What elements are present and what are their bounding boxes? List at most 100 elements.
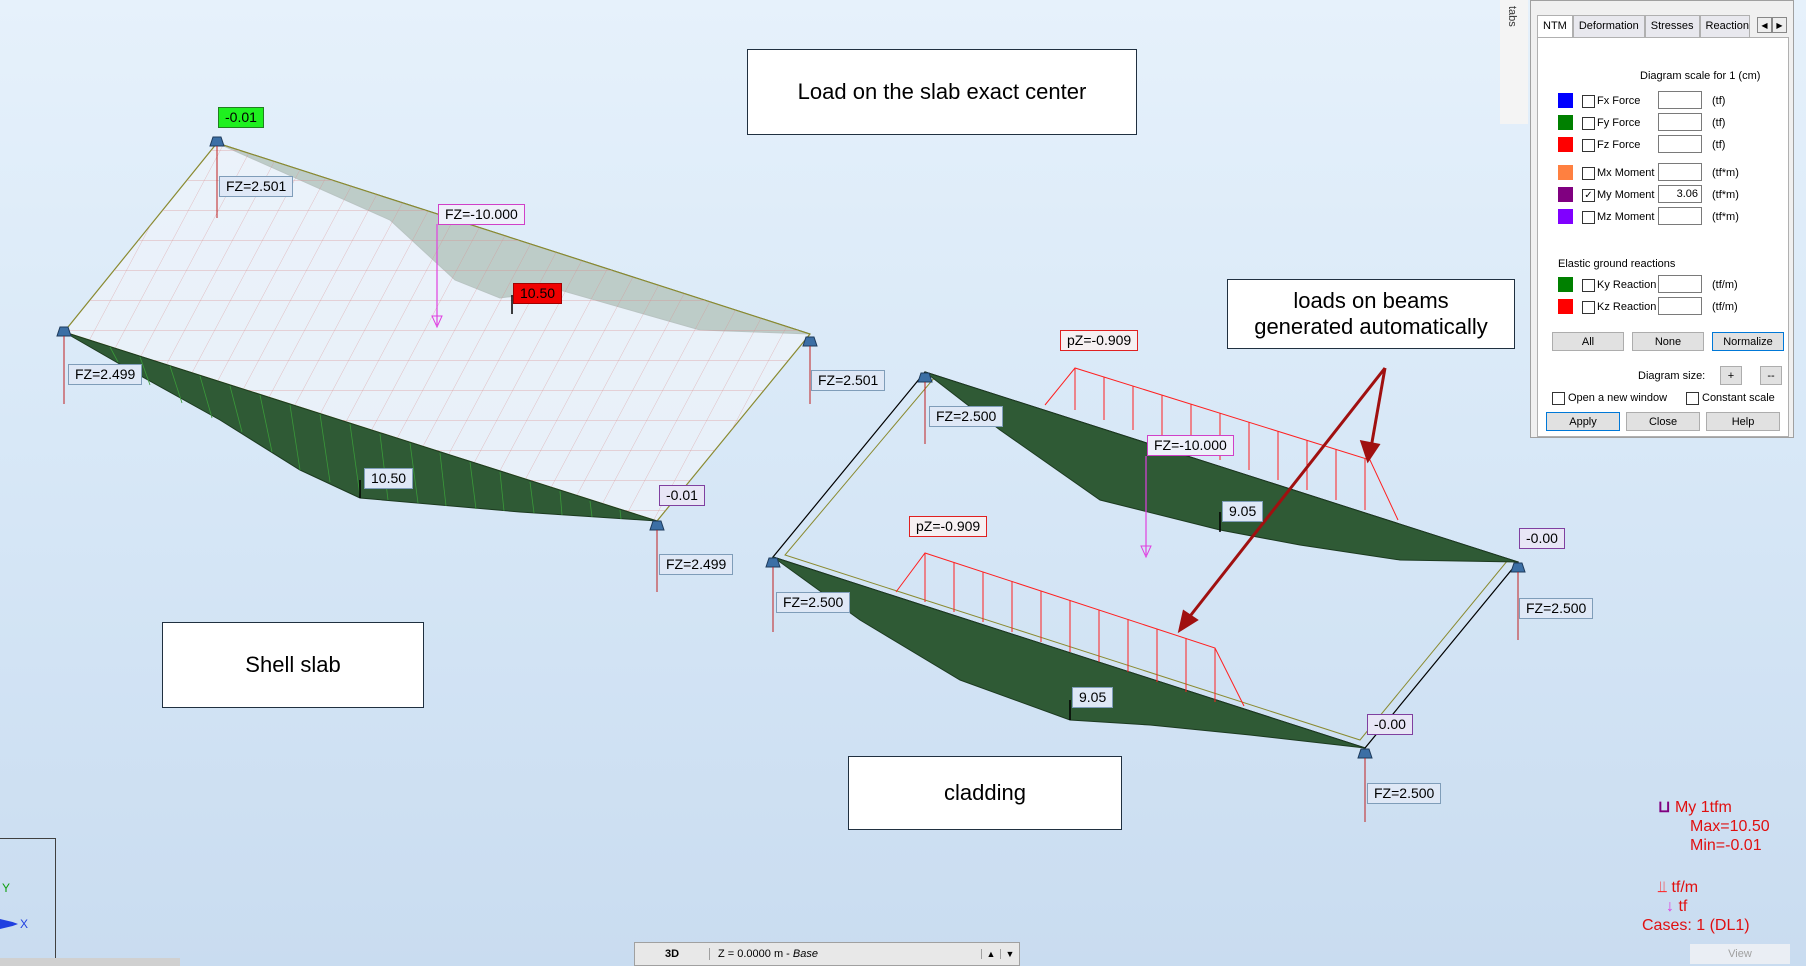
view-tab[interactable]: View bbox=[1690, 944, 1790, 964]
constant-scale-checkbox[interactable] bbox=[1686, 392, 1699, 405]
cladding-model bbox=[765, 367, 1526, 822]
kz-scale-input[interactable] bbox=[1658, 297, 1702, 315]
constant-scale-label: Constant scale bbox=[1702, 392, 1775, 404]
row-fx-force: Fx Force (tf) bbox=[1538, 90, 1788, 112]
diagram-settings-panel: NTM Deformation Stresses Reactions ◀ ▶ D… bbox=[1530, 0, 1794, 438]
slab-mid-moment-label: 10.50 bbox=[364, 468, 414, 489]
cladding-bottom-moment-label: -0.00 bbox=[1367, 714, 1413, 735]
slab-fz-right-label: FZ=2.501 bbox=[811, 370, 886, 391]
ky-label: Ky Reaction bbox=[1597, 279, 1657, 291]
legend-cases: Cases: 1 (DL1) bbox=[1642, 917, 1750, 934]
fy-scale-input[interactable] bbox=[1658, 113, 1702, 131]
my-scale-input[interactable]: 3.06 bbox=[1658, 185, 1702, 203]
diagram-size-minus-button[interactable]: -- bbox=[1760, 366, 1782, 385]
view-status-bar: 3D Z = 0.0000 m - Base ▲ ▼ bbox=[634, 942, 1020, 966]
tab-scroll-right-icon[interactable]: ▶ bbox=[1772, 17, 1787, 33]
cladding-moment-diagram-back bbox=[924, 371, 1519, 563]
open-new-window-checkbox[interactable] bbox=[1552, 392, 1565, 405]
elastic-reactions-title: Elastic ground reactions bbox=[1558, 258, 1676, 270]
z-level-field[interactable]: Z = 0.0000 m - Base bbox=[710, 948, 981, 960]
panel-body: Diagram scale for 1 (cm) Fx Force (tf) F… bbox=[1537, 37, 1789, 437]
my-label: My Moment bbox=[1597, 189, 1655, 201]
open-new-window-label: Open a new window bbox=[1568, 392, 1668, 404]
ky-checkbox[interactable] bbox=[1582, 279, 1595, 292]
fy-color-swatch[interactable] bbox=[1558, 115, 1573, 130]
diagram-legend: ⊔ My 1tfm Max=10.50 Min=-0.01 bbox=[1658, 798, 1770, 855]
tab-scroll-buttons: ◀ ▶ bbox=[1757, 17, 1787, 33]
tab-ntm[interactable]: NTM bbox=[1537, 15, 1573, 37]
mz-checkbox[interactable] bbox=[1582, 211, 1595, 224]
z-level-name: Base bbox=[792, 948, 818, 960]
tab-scroll-left-icon[interactable]: ◀ bbox=[1757, 17, 1772, 33]
point-load-icon: ↓ bbox=[1666, 898, 1674, 915]
tab-reactions[interactable]: Reactions bbox=[1699, 15, 1750, 37]
kz-label: Kz Reaction bbox=[1597, 301, 1657, 313]
axis-indicator: Y X bbox=[0, 838, 56, 960]
side-tabs-strip[interactable]: tabs bbox=[1500, 0, 1528, 124]
mz-color-swatch[interactable] bbox=[1558, 209, 1573, 224]
callout-beam-loads-line1: loads on beams bbox=[1293, 288, 1449, 313]
mx-checkbox[interactable] bbox=[1582, 167, 1595, 180]
slab-moment-diagram-front bbox=[63, 331, 658, 522]
callout-beam-loads-line2: generated automatically bbox=[1254, 314, 1488, 339]
normalize-button[interactable]: Normalize bbox=[1712, 332, 1784, 351]
diagram-scale-title: Diagram scale for 1 (cm) bbox=[1640, 70, 1761, 82]
row-kz-reaction: Kz Reaction (tf/m) bbox=[1538, 296, 1788, 318]
z-level-up-icon[interactable]: ▲ bbox=[981, 949, 1000, 959]
fz-checkbox[interactable] bbox=[1582, 139, 1595, 152]
diagram-size-plus-button[interactable]: + bbox=[1720, 366, 1742, 385]
row-fy-force: Fy Force (tf) bbox=[1538, 112, 1788, 134]
ky-color-swatch[interactable] bbox=[1558, 277, 1573, 292]
mx-label: Mx Moment bbox=[1597, 167, 1655, 179]
kz-checkbox[interactable] bbox=[1582, 301, 1595, 314]
slab-fz-center-label: FZ=-10.000 bbox=[438, 204, 525, 225]
mx-scale-input[interactable] bbox=[1658, 163, 1702, 181]
slab-top-moment-label: -0.01 bbox=[218, 107, 264, 128]
side-tabs-label: tabs bbox=[1506, 6, 1518, 27]
close-button[interactable]: Close bbox=[1626, 412, 1700, 431]
tab-deformation[interactable]: Deformation bbox=[1572, 15, 1645, 37]
help-button[interactable]: Help bbox=[1706, 412, 1780, 431]
apply-button[interactable]: Apply bbox=[1546, 412, 1620, 431]
my-color-swatch[interactable] bbox=[1558, 187, 1573, 202]
kz-color-swatch[interactable] bbox=[1558, 299, 1573, 314]
fx-color-swatch[interactable] bbox=[1558, 93, 1573, 108]
view-mode-3d[interactable]: 3D bbox=[635, 948, 710, 960]
distributed-load-icon: ⫫ bbox=[1658, 879, 1667, 896]
mx-color-swatch[interactable] bbox=[1558, 165, 1573, 180]
legend-min: Min=-0.01 bbox=[1690, 837, 1762, 854]
diagram-size-label: Diagram size: bbox=[1638, 370, 1706, 382]
row-mx-moment: Mx Moment (tf*m) bbox=[1538, 162, 1788, 184]
fy-label: Fy Force bbox=[1597, 117, 1641, 129]
axis-x-arrow-icon bbox=[0, 919, 18, 929]
tab-stresses[interactable]: Stresses bbox=[1644, 15, 1700, 37]
ky-scale-input[interactable] bbox=[1658, 275, 1702, 293]
callout-center-load: Load on the slab exact center bbox=[747, 49, 1137, 135]
cladding-pz-top-label: pZ=-0.909 bbox=[1060, 330, 1139, 351]
bottom-toolbar-strip bbox=[0, 958, 180, 966]
fx-checkbox[interactable] bbox=[1582, 95, 1595, 108]
callout-beam-loads: loads on beams generated automatically bbox=[1227, 279, 1515, 349]
cladding-fz-center-label: FZ=-10.000 bbox=[1147, 435, 1234, 456]
fx-scale-input[interactable] bbox=[1658, 91, 1702, 109]
cladding-fz-right-label: FZ=2.500 bbox=[1519, 598, 1594, 619]
none-button[interactable]: None bbox=[1632, 332, 1704, 351]
callout-shell-slab: Shell slab bbox=[162, 622, 424, 708]
slab-bottom-moment-label: -0.01 bbox=[659, 485, 705, 506]
cladding-fz-top-left-label: FZ=2.500 bbox=[929, 406, 1004, 427]
my-checkbox[interactable]: ✓ bbox=[1582, 189, 1595, 202]
all-button[interactable]: All bbox=[1552, 332, 1624, 351]
fx-label: Fx Force bbox=[1597, 95, 1641, 107]
row-my-moment: ✓ My Moment 3.06 (tf*m) bbox=[1538, 184, 1788, 206]
cladding-moment-bottom-label: 9.05 bbox=[1072, 687, 1114, 708]
z-level-down-icon[interactable]: ▼ bbox=[1000, 949, 1019, 959]
row-ky-reaction: Ky Reaction (tf/m) bbox=[1538, 274, 1788, 296]
fz-scale-input[interactable] bbox=[1658, 135, 1702, 153]
legend-line1: My 1tfm bbox=[1674, 799, 1732, 816]
mz-scale-input[interactable] bbox=[1658, 207, 1702, 225]
cladding-fz-left-label: FZ=2.500 bbox=[776, 592, 851, 613]
fy-checkbox[interactable] bbox=[1582, 117, 1595, 130]
fz-color-swatch[interactable] bbox=[1558, 137, 1573, 152]
slab-fz-bottom-label: FZ=2.499 bbox=[659, 554, 734, 575]
